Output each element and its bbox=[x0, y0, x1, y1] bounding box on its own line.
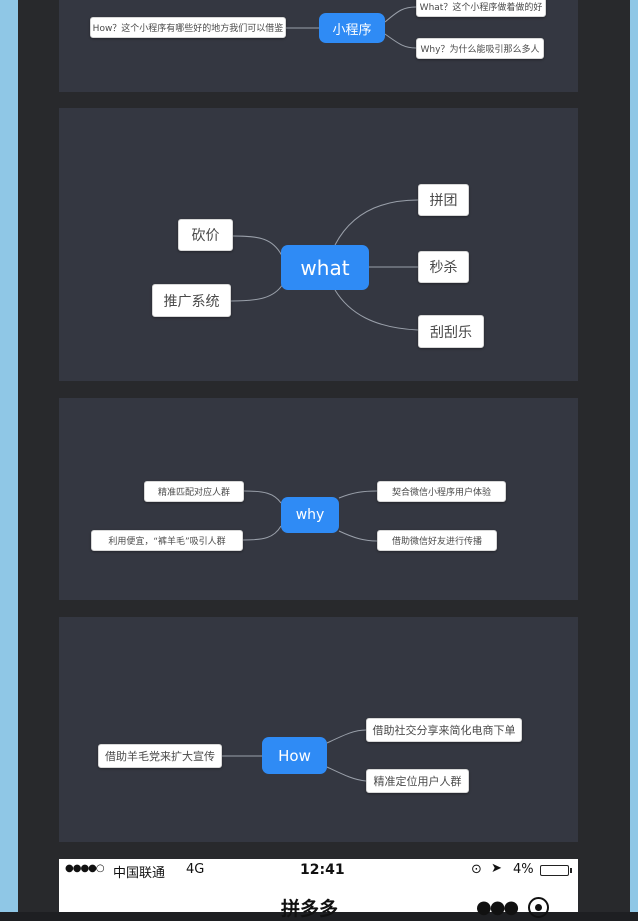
mindmap-node: 借助微信好友进行传播 bbox=[377, 530, 497, 551]
mindmap-node: 秒杀 bbox=[418, 251, 469, 283]
mindmap-panel-4: 借助羊毛党来扩大宣传 How 借助社交分享来简化电商下单 精准定位用户人群 bbox=[59, 617, 578, 842]
clock-time: 12:41 bbox=[300, 862, 345, 878]
mindmap-node: 契合微信小程序用户体验 bbox=[377, 481, 506, 502]
app-title: 拼多多 bbox=[281, 898, 339, 920]
mindmap-node: 拼团 bbox=[418, 184, 469, 216]
network-type: 4G bbox=[186, 862, 205, 877]
mindmap-panel-3: 精准匹配对应人群 利用便宜，“裤羊毛”吸引人群 why 契合微信小程序用户体验 … bbox=[59, 398, 578, 600]
rotation-lock-icon: ⊙ bbox=[471, 862, 482, 877]
battery-icon bbox=[540, 865, 569, 876]
connectors-4 bbox=[222, 729, 367, 782]
mindmap-panel-2: 砍价 推广系统 what 拼团 秒杀 刮刮乐 bbox=[59, 108, 578, 381]
mindmap-node: How？这个小程序有哪些好的地方我们可以借鉴 bbox=[90, 17, 286, 38]
carrier-name: 中国联通 bbox=[113, 866, 166, 881]
connectors-1 bbox=[286, 6, 417, 49]
battery-percent: 4% bbox=[513, 862, 534, 877]
target-close-icon-dot bbox=[535, 904, 542, 911]
signal-strength: ●●●●○ bbox=[65, 863, 105, 874]
connectors-2 bbox=[230, 199, 419, 331]
connectors-3 bbox=[242, 490, 378, 542]
mindmap-node: 利用便宜，“裤羊毛”吸引人群 bbox=[91, 530, 243, 551]
mindmap-node: 砍价 bbox=[178, 219, 233, 251]
mindmap-node: 精准定位用户人群 bbox=[366, 769, 469, 793]
mindmap-node: Why？为什么能吸引那么多人 bbox=[416, 38, 544, 59]
mindmap-node: 刮刮乐 bbox=[418, 315, 484, 348]
mindmap-node: 精准匹配对应人群 bbox=[144, 481, 244, 502]
mindmap-panel-1: How？这个小程序有哪些好的地方我们可以借鉴 小程序 What？这个小程序做着做… bbox=[59, 0, 578, 92]
phone-status-bar: ●●●●○ 中国联通 4G 12:41 ⊙ ➤ 4% 拼多多 ●●● bbox=[59, 859, 578, 920]
mindmap-node: 借助社交分享来简化电商下单 bbox=[366, 718, 522, 742]
location-arrow-icon: ➤ bbox=[491, 861, 502, 876]
mindmap-node: 推广系统 bbox=[152, 284, 231, 317]
center-node: what bbox=[281, 245, 369, 290]
left-edge bbox=[0, 0, 18, 912]
battery-tip bbox=[570, 868, 572, 873]
right-edge bbox=[630, 0, 638, 912]
more-dots-icon[interactable]: ●●● bbox=[476, 897, 519, 918]
mindmap-node: 借助羊毛党来扩大宣传 bbox=[98, 744, 222, 768]
center-node: How bbox=[262, 737, 327, 774]
center-node: 小程序 bbox=[319, 13, 385, 43]
mindmap-node: What？这个小程序做着做的好 bbox=[416, 0, 546, 17]
center-node: why bbox=[281, 497, 339, 533]
